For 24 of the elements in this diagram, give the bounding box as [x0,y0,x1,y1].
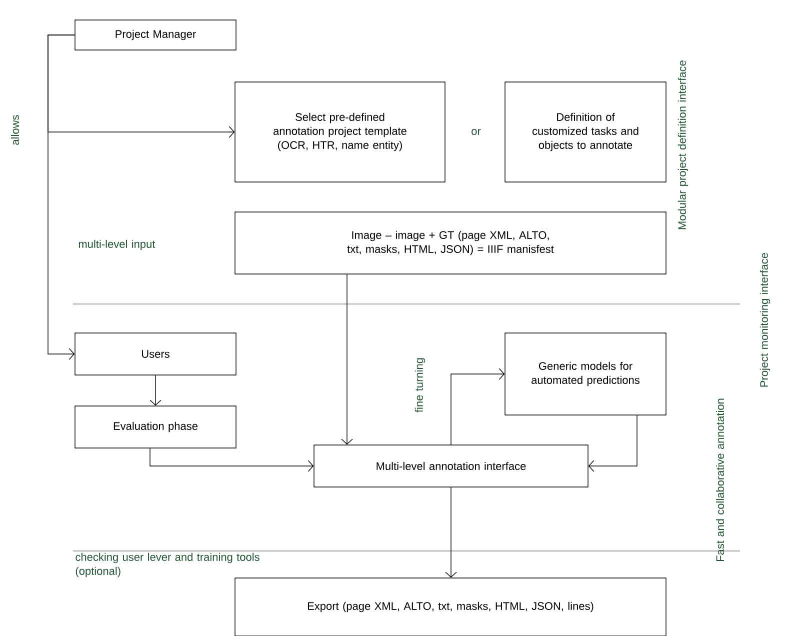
note-label: checking user lever and training tools (optional) [76,552,260,578]
note-label: Modular project definition interface [678,60,688,230]
arrow [588,415,638,472]
process-box: Evaluation phase [74,406,236,448]
arrow [150,448,314,472]
process-box: Image – image + GT (page XML, ALTO, txt, masks, HTML, JSON) = IIIF manisfest [234,212,666,274]
note-label: allows [10,115,20,145]
process-box: Multi-level annotation interface [314,444,588,488]
process-box: Generic models for automated predictions [504,332,666,416]
process-box: Definition of customized tasks and objects to annotate [504,82,666,182]
process-box: Select pre-defined annotation project template (OCR, HTR, name entity) [234,82,446,182]
process-box: Project Manager [74,20,236,50]
note-label: Fast and collaborative annotation [716,398,724,562]
arrow [150,375,162,406]
note-label: fine turning [414,358,426,412]
process-box: Export (page XML, ALTO, txt, masks, HTML, JSON, lines) [234,578,666,636]
arrow [445,487,457,578]
arrow [450,368,505,445]
process-box: Users [74,332,236,376]
arrow [341,274,353,445]
note-label: or [472,129,481,135]
note-label: Project monitoring interface [760,252,770,387]
arrow [48,34,75,360]
note-label: multi-level input [78,240,156,250]
